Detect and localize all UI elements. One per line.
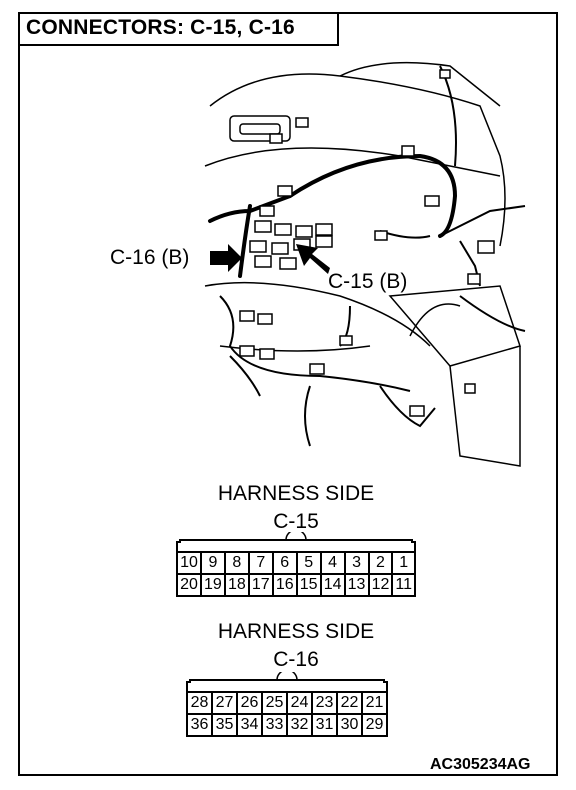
c16-pin: 27 [211,691,238,715]
c15-pin-row-1: 10 9 8 7 6 5 4 3 2 1 [176,551,416,575]
c16-connector-label: C-16 [273,648,319,671]
c15-pin: 19 [199,573,226,597]
c15-connector-top [176,532,416,551]
figure-title: CONNECTORS: C-15, C-16 [26,16,295,39]
c15-pin: 6 [271,551,298,575]
c15-pin: 11 [391,573,416,597]
c15-harness-side-label: HARNESS SIDE [217,482,375,505]
c16-pin: 23 [311,691,338,715]
c15-pin-row-2: 20 19 18 17 16 15 14 13 12 11 [176,573,416,597]
c15-pin: 12 [367,573,394,597]
c15-pin: 3 [343,551,370,575]
c16-pin-row-1: 28 27 26 25 24 23 22 21 [186,691,388,715]
c16-pin: 28 [186,691,213,715]
dashboard-harness-illustration [204,61,526,467]
c15-pin: 7 [247,551,274,575]
figure-frame [18,12,558,776]
c16-pin: 32 [286,713,313,737]
title-box [18,12,339,46]
c16-pin: 21 [361,691,388,715]
c15-pin: 18 [223,573,250,597]
c16-pin: 31 [311,713,338,737]
c16-pin: 24 [286,691,313,715]
c16-pin: 26 [236,691,263,715]
c16-callout-label: C-16 (B) [110,246,190,269]
c15-connector-label: C-15 [273,510,319,533]
c15-pin: 14 [319,573,346,597]
c16-pin: 33 [261,713,288,737]
c16-pin-row-2: 36 35 34 33 32 31 30 29 [186,713,388,737]
c16-connector-top [186,672,388,691]
c15-pin: 2 [367,551,394,575]
c15-pin: 4 [319,551,346,575]
c16-pin: 25 [261,691,288,715]
c16-pin-table: 28 27 26 25 24 23 22 21 36 35 34 33 32 3… [186,691,388,737]
c15-pin: 13 [343,573,370,597]
c15-pin: 20 [176,573,202,597]
c15-pin: 15 [295,573,322,597]
c15-pin: 5 [295,551,322,575]
c16-pin: 34 [236,713,263,737]
c15-pin: 9 [199,551,226,575]
c16-pin: 29 [361,713,388,737]
c15-pin-table: 10 9 8 7 6 5 4 3 2 1 20 19 18 17 16 15 1… [176,551,416,597]
c16-pin: 35 [211,713,238,737]
c15-pin: 17 [247,573,274,597]
c15-pin: 8 [223,551,250,575]
c15-callout-label: C-15 (B) [328,270,408,293]
c16-pin: 36 [186,713,213,737]
figure-code: AC305234AG [430,756,531,773]
c15-pin: 16 [271,573,298,597]
c16-harness-side-label: HARNESS SIDE [217,620,375,643]
c16-pin: 22 [336,691,363,715]
c15-pin: 10 [176,551,202,575]
c15-pin: 1 [391,551,416,575]
c16-pin: 30 [336,713,363,737]
